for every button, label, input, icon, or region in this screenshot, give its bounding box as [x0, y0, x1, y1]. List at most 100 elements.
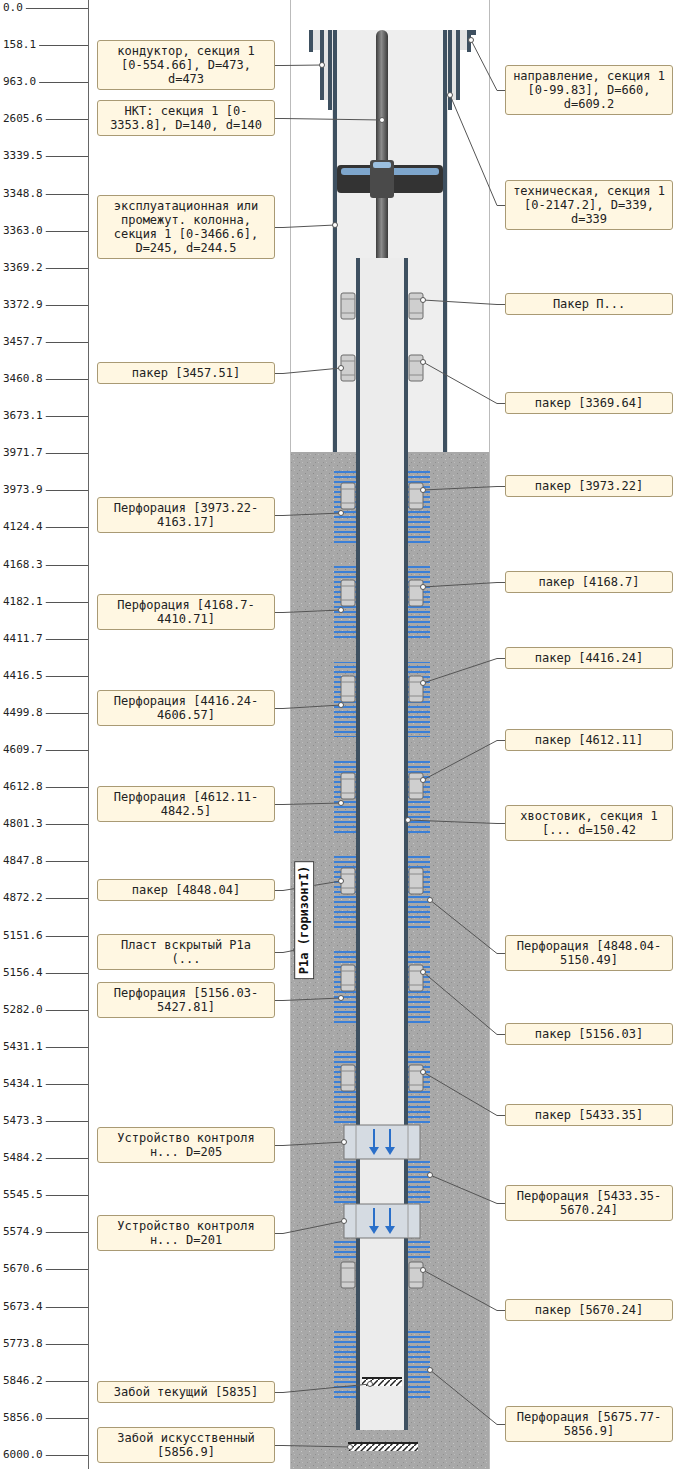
callout-box: пакер [5433.35]: [505, 1104, 673, 1126]
callout-text: Перфорация [3973.22-4163.17]: [104, 501, 268, 529]
callout-text: кондуктор, секция 1 [0-554.66], D=473, d…: [104, 44, 268, 86]
depth-label: 5773.8: [3, 1337, 43, 1351]
packer: [409, 293, 423, 319]
callout-text: Перфорация [4848.04-5150.49]: [512, 939, 666, 967]
depth-label: 4411.7: [3, 632, 43, 646]
casing-wall: [333, 30, 337, 452]
leader-dot: [333, 223, 338, 228]
column-border: [290, 0, 291, 1469]
callout-text: пакер [4416.24]: [512, 651, 666, 665]
callout-box: техническая, секция 1 [0-2147.2], D=339,…: [505, 180, 673, 230]
depth-tick: [46, 1158, 88, 1159]
generated-lines: [26, 9, 505, 1456]
depth-label: 4182.1: [3, 595, 43, 609]
callout-text: Перфорация [5156.03-5427.81]: [104, 986, 268, 1014]
flow-arrow: [389, 1129, 391, 1148]
callout-text: пакер [4168.7]: [512, 575, 666, 589]
callout-text: Перфорация [4612.11-4842.5]: [104, 790, 268, 818]
depth-label: 2605.6: [3, 112, 43, 126]
callout-text: Пакер П...: [512, 297, 666, 311]
depth-tick: [46, 713, 88, 714]
depth-tick: [46, 1269, 88, 1270]
casing-wall: [309, 30, 313, 52]
callout-text: пакер [3369.64]: [512, 396, 666, 410]
callout-box: Перфорация [4612.11-4842.5]: [97, 786, 275, 822]
perforation: [334, 854, 356, 929]
leader-dot: [421, 778, 426, 783]
packer: [409, 773, 423, 799]
depth-tick: [46, 305, 88, 306]
depth-label: 4847.8: [3, 854, 43, 868]
depth-tick: [46, 416, 88, 417]
perforation: [334, 1240, 356, 1260]
depth-tick: [46, 453, 88, 454]
control-device-body: [344, 1125, 420, 1159]
depth-tick: [46, 676, 88, 677]
depth-label: 0.0: [3, 1, 23, 15]
depth-label: 4801.3: [3, 817, 43, 831]
formation-label: P1a (горизонтI): [294, 861, 314, 979]
perforation: [334, 566, 356, 641]
leader-line: [423, 1270, 505, 1311]
current-bottom: [362, 1377, 402, 1379]
control-device-body: [344, 1204, 420, 1238]
control-device-grid: [356, 1204, 357, 1238]
callout-box: Перфорация [5675.77-5856.9]: [505, 1406, 673, 1442]
depth-tick: [46, 119, 88, 120]
depth-tick: [46, 1047, 88, 1048]
leader-line: [423, 300, 505, 305]
callout-text: пакер [4848.04]: [104, 883, 268, 897]
perforation: [408, 662, 430, 737]
leader-line: [275, 803, 341, 805]
depth-tick: [46, 194, 88, 195]
leader-dot: [339, 703, 344, 708]
depth-label: 4609.7: [3, 743, 43, 757]
leader-dot: [406, 818, 411, 823]
callout-box: Перфорация [4416.24-4606.57]: [97, 690, 275, 726]
leader-dot: [448, 93, 453, 98]
callout-box: направление, секция 1 [0-99.83], D=660, …: [505, 65, 673, 115]
depth-label: 5484.2: [3, 1151, 43, 1165]
callout-text: пакер [5433.35]: [512, 1108, 666, 1122]
callout-text: Перфорация [5433.35-5670.24]: [512, 1189, 666, 1217]
leader-line: [275, 998, 341, 1001]
callout-text: Пласт вскрытый P1a (...: [104, 938, 268, 966]
depth-label: 4872.2: [3, 891, 43, 905]
packer: [341, 676, 355, 702]
flow-arrow: [373, 1129, 375, 1148]
depth-tick: [46, 379, 88, 380]
packer: [409, 965, 423, 991]
leader-dot: [428, 1173, 433, 1178]
callout-text: Перфорация [4168.7-4410.71]: [104, 598, 268, 626]
depth-tick: [46, 1344, 88, 1345]
leader-dot: [469, 38, 474, 43]
depth-tick: [46, 639, 88, 640]
leader-line: [423, 583, 505, 588]
depth-label: 5846.2: [3, 1374, 43, 1388]
callout-box: Перфорация [4848.04-5150.49]: [505, 935, 673, 971]
liner-wall: [404, 258, 408, 1430]
depth-label: 3457.7: [3, 335, 43, 349]
leader-dot: [320, 63, 325, 68]
column-border: [489, 0, 490, 1469]
depth-label: 5473.3: [3, 1114, 43, 1128]
leader-dot: [421, 298, 426, 303]
callout-box: хвостовик, секция 1 [... d=150.42: [505, 805, 673, 841]
depth-tick: [46, 787, 88, 788]
artificial-bottom: [348, 1443, 418, 1451]
depth-tick: [39, 82, 88, 83]
perforation: [334, 1050, 356, 1125]
leader-line: [423, 741, 505, 781]
depth-label: 3363.0: [3, 224, 43, 238]
depth-tick: [46, 973, 88, 974]
callout-box: Забой искусственный [5856.9]: [97, 1427, 275, 1463]
packer: [341, 1065, 355, 1091]
current-bottom: [362, 1378, 402, 1386]
depth-tick: [46, 1195, 88, 1196]
callout-box: Перфорация [5156.03-5427.81]: [97, 982, 275, 1018]
callout-text: техническая, секция 1 [0-2147.2], D=339,…: [512, 184, 666, 226]
big-packer-hub: [370, 160, 394, 198]
callout-box: НКТ: секция 1 [0-3353.8], D=140, d=140: [97, 100, 275, 136]
depth-label: 5151.6: [3, 929, 43, 943]
